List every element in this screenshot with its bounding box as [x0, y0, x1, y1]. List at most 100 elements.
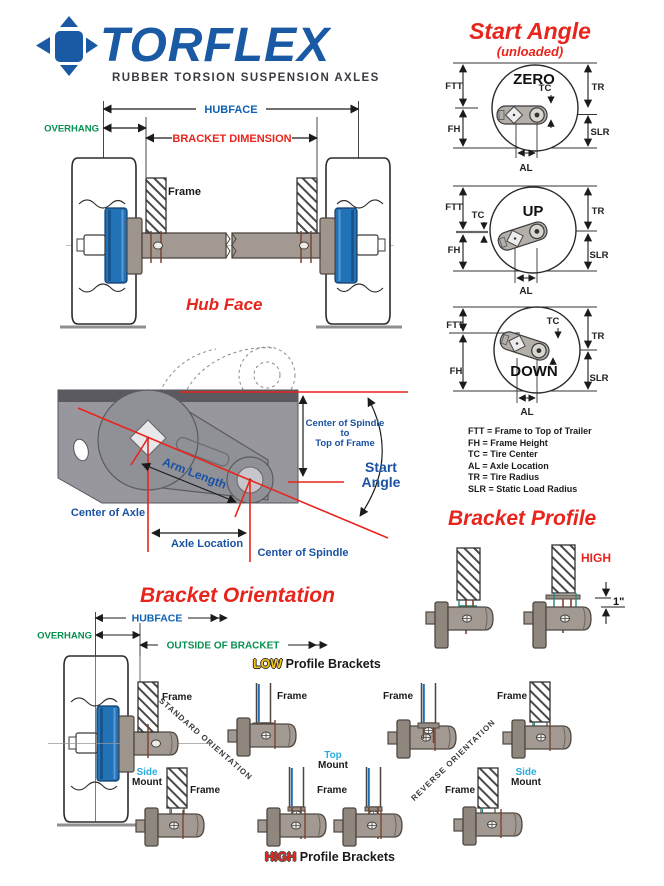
- side-mount-label-left: Side Mount: [132, 767, 163, 788]
- orientation-dimensions: HUBFACE OVERHANG OUTSIDE OF BRACKET: [37, 612, 328, 656]
- label-mount: Mount: [511, 777, 542, 788]
- start-angle-subtitle: (unloaded): [496, 44, 564, 59]
- low-bracket-reverse-unit: Frame: [383, 682, 457, 759]
- label-tr: TR: [592, 331, 605, 342]
- tire-left: [70, 156, 144, 326]
- low-profile-heading: LOW Profile Brackets: [253, 657, 381, 671]
- label-top: Top: [324, 750, 342, 761]
- label-tc: TC: [547, 316, 560, 327]
- label-frame: Frame: [383, 691, 413, 702]
- low-profile-unit: [425, 547, 494, 649]
- side-mount-label-right: Side Mount: [511, 767, 542, 788]
- label-low: LOW: [253, 657, 283, 671]
- label-angle: Angle: [362, 474, 401, 490]
- label-axle-location: Axle Location: [171, 538, 243, 550]
- label-center-spindle-frame-1: Center of Spindle: [306, 418, 385, 429]
- start-angle-down-diagram: DOWN FTT FH TC TR SLR AL: [446, 306, 609, 418]
- label-bracket-dimension: BRACKET DIMENSION: [172, 133, 291, 145]
- label-center-spindle-frame-3: Top of Frame: [315, 438, 374, 449]
- torflex-logo-icon: [36, 16, 98, 76]
- label-center-spindle-frame-2: to: [341, 428, 350, 439]
- label-mount: Mount: [132, 777, 163, 788]
- label-high-rest: Profile Brackets: [299, 850, 395, 864]
- label-frame: Frame: [497, 691, 527, 702]
- spindle-closeup-diagram: Center of Spindle to Top of Frame Start …: [57, 346, 408, 562]
- orientation-diagrams: Frame STANDARD ORIENTATION Frame Frame F…: [48, 650, 572, 847]
- label-hubface: HUBFACE: [204, 104, 257, 116]
- label-frame: Frame: [190, 785, 220, 796]
- label-fh: FH: [448, 245, 461, 256]
- legend-line: SLR = Static Load Radius: [468, 483, 578, 494]
- label-tc: TC: [472, 210, 485, 221]
- label-high: HIGH: [581, 551, 611, 565]
- label-hubface: HUBFACE: [132, 613, 183, 625]
- label-frame: Frame: [168, 186, 201, 198]
- high-profile-unit: [523, 544, 592, 649]
- legend-line: FTT = Frame to Top of Trailer: [468, 426, 592, 436]
- label-side: Side: [136, 767, 158, 778]
- label-mount: Mount: [318, 760, 349, 771]
- label-ftt: FTT: [445, 202, 463, 213]
- start-angle-up-diagram: UP FTT FH TC TR SLR AL: [445, 185, 609, 297]
- label-al: AL: [519, 163, 532, 174]
- top-mount-label: Top Mount: [318, 750, 349, 771]
- low-bracket-standard-unit: Frame: [227, 682, 307, 757]
- axle-overview-diagram: HUBFACE OVERHANG BRACKET DIMENSION: [44, 101, 402, 329]
- legend-line: AL = Axle Location: [468, 460, 549, 471]
- label-slr: SLR: [591, 127, 610, 138]
- label-side: Side: [515, 767, 537, 778]
- label-frame: Frame: [277, 691, 307, 702]
- legend-line: FH = Frame Height: [468, 437, 548, 448]
- label-start: Start: [365, 459, 397, 475]
- label-frame: Frame: [317, 785, 347, 796]
- label-al: AL: [520, 407, 533, 418]
- label-ftt: FTT: [445, 81, 463, 92]
- bracket-profile-title: Bracket Profile: [448, 507, 597, 530]
- label-one-inch: 1": [613, 596, 624, 608]
- label-hub-face: Hub Face: [186, 295, 263, 314]
- frame-bracket-right: [296, 177, 318, 263]
- label-center-of-spindle: Center of Spindle: [257, 547, 348, 559]
- side-frame-reverse-high-unit: Frame: [445, 767, 523, 846]
- label-zero: ZERO: [513, 71, 555, 88]
- label-high: HIGH: [265, 850, 297, 864]
- label-al: AL: [519, 286, 532, 297]
- tire-side-mount-unit: Frame: [48, 650, 210, 827]
- label-slr: SLR: [590, 250, 609, 261]
- brand-title: TORFLEX: [100, 19, 331, 72]
- legend-line: TR = Tire Radius: [468, 472, 540, 482]
- label-up: UP: [523, 203, 544, 220]
- label-tr: TR: [592, 206, 605, 217]
- label-down: DOWN: [510, 363, 558, 380]
- side-frame-reverse-unit: Frame: [497, 681, 572, 759]
- frame-bracket-left: [145, 177, 167, 263]
- side-frame-standard-unit: Frame: [135, 767, 220, 847]
- label-frame: Frame: [445, 785, 475, 796]
- label-center-of-axle: Center of Axle: [71, 507, 145, 519]
- label-ftt: FTT: [446, 320, 464, 331]
- start-angle-title: Start Angle: [469, 18, 591, 44]
- label-tr: TR: [592, 82, 605, 93]
- label-slr: SLR: [590, 373, 609, 384]
- label-tc: TC: [539, 83, 552, 94]
- start-angle-zero-diagram: ZERO FTT FH TC TR SLR AL: [445, 62, 610, 174]
- label-fh: FH: [448, 124, 461, 135]
- one-inch-dimension: 1": [595, 582, 625, 624]
- brand-tagline: RUBBER TORSION SUSPENSION AXLES: [112, 72, 380, 84]
- bracket-profile-diagrams: 1": [425, 544, 625, 649]
- label-overhang: OVERHANG: [44, 124, 99, 135]
- label-low-rest: Profile Brackets: [285, 657, 381, 671]
- label-frame: Frame: [162, 692, 192, 703]
- start-angle-diagrams: ZERO FTT FH TC TR SLR AL UP: [445, 62, 610, 418]
- high-profile-heading: HIGH Profile Brackets: [225, 850, 435, 864]
- legend-line: TC = Tire Center: [468, 449, 538, 459]
- label-outside-of-bracket: OUTSIDE OF BRACKET: [167, 641, 280, 652]
- label-fh: FH: [450, 366, 463, 377]
- abbreviation-legend: FTT = Frame to Top of Trailer FH = Frame…: [468, 426, 592, 495]
- high-bracket-standard-unit: Frame: [257, 766, 347, 847]
- bracket-orientation-title: Bracket Orientation: [140, 584, 335, 607]
- high-bracket-reverse-unit: [333, 766, 403, 847]
- label-overhang: OVERHANG: [37, 631, 92, 642]
- tire-right: [318, 156, 392, 326]
